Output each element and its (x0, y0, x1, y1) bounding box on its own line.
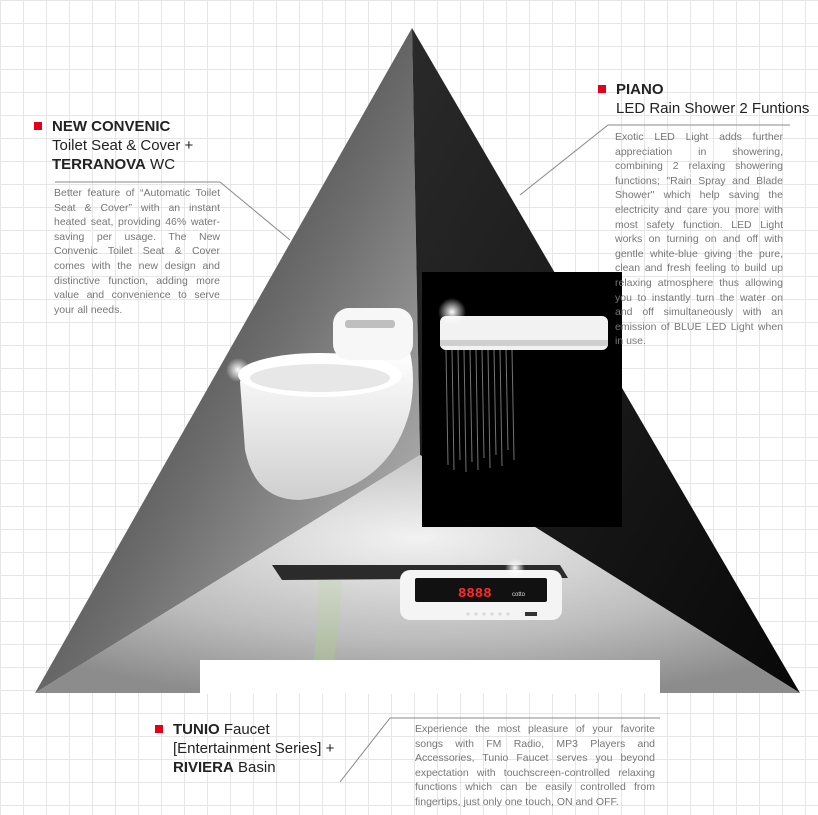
callout-line-toilet (55, 181, 291, 241)
shower-heading: PIANO LED Rain Shower 2 Funtions (598, 80, 809, 118)
shower-description: Exotic LED Light adds further appreciati… (615, 131, 783, 348)
rain-spray (445, 349, 515, 473)
basin-suffix: Basin (233, 759, 276, 776)
toilet-heading: NEW CONVENIC Toilet Seat & Cover + TERRA… (34, 117, 193, 174)
red-bullet-icon (34, 122, 42, 130)
faucet-heading: TUNIO Faucet [Entertainment Series] + RI… (155, 720, 334, 777)
toilet-wc-suffix: WC (145, 156, 176, 173)
red-bullet-icon (598, 85, 606, 93)
red-bullet-icon (155, 725, 163, 733)
basin-name: RIVIERA (173, 759, 234, 776)
shower-product-name: PIANO (616, 81, 664, 98)
faucet-brand-mark: cotto (512, 592, 526, 598)
basin (200, 660, 660, 694)
faucet-description: Experience the most pleasure of your fav… (415, 723, 655, 808)
triangle-left-section (35, 28, 420, 693)
faucet-product-name: TUNIO (173, 721, 220, 738)
faucet-product-subtitle: [Entertainment Series] + (173, 740, 335, 757)
faucet-display-digits: 8888 (458, 586, 492, 602)
toilet-product-name: NEW CONVENIC (52, 118, 171, 135)
toilet-product-subtitle: Toilet Seat & Cover + (52, 137, 194, 154)
shower-led-glow (438, 298, 466, 326)
toilet-wc-name: TERRANOVA (52, 156, 146, 173)
faucet-product-suffix: Faucet (219, 721, 270, 738)
toilet-description: Better feature of “Automatic Toilet Seat… (54, 187, 220, 316)
callout-line-shower (519, 124, 790, 196)
callout-line-faucet (339, 717, 660, 783)
toilet-illustration (226, 308, 413, 500)
shower-product-subtitle: LED Rain Shower 2 Funtions (616, 100, 810, 117)
faucet-illustration: 8888 cotto (272, 558, 568, 690)
